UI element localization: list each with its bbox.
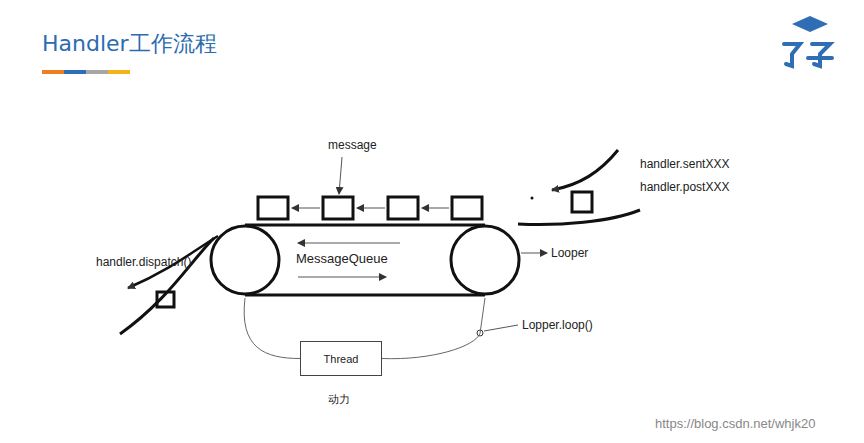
annotation: handler.sentXXX [640,157,729,171]
thread-label: Thread [324,352,359,366]
thread-box: Thread动力 [300,341,382,376]
queue-label: MessageQueue [296,252,388,266]
leader-line [484,325,518,331]
annotation: Looper [551,246,588,260]
title-bar [86,70,108,74]
title-bar [42,70,64,74]
annotation: message [328,138,377,152]
logo [784,16,832,66]
page-title: Handler工作流程 [42,30,217,58]
title-bar [108,70,130,74]
title-bar [64,70,86,74]
incoming-arrow [552,150,618,190]
message-box [157,192,592,307]
drive-line [382,298,485,359]
annotation: handler.postXXX [640,180,729,194]
power-label: 动力 [328,392,350,406]
conveyor-belt: MessageQueue [208,222,522,298]
watermark: https://blog.csdn.net/whjk20 [655,417,815,431]
annotation: handler.dispatch() [96,255,191,269]
annotation: Lopper.loop() [522,318,593,332]
drive-line [244,298,300,359]
belt-line [518,210,640,224]
